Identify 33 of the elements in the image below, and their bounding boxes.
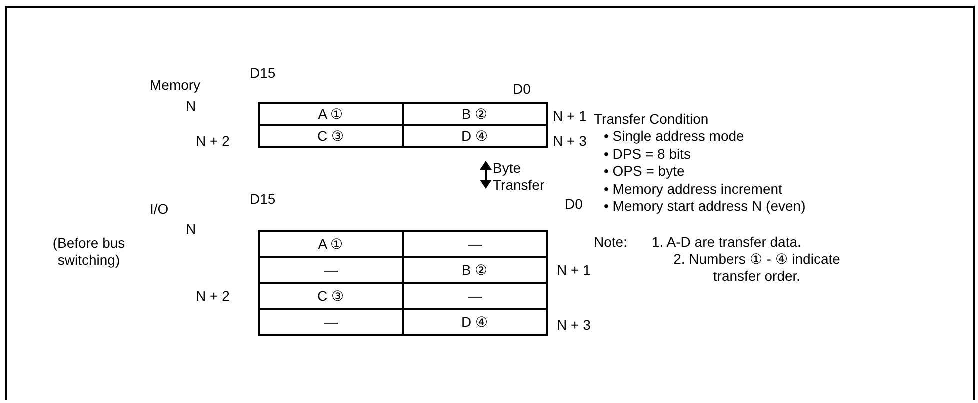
condition-item: • OPS = byte [604, 163, 686, 180]
bit-label: D0 [513, 81, 531, 98]
note-text: (Before bus switching) [52, 235, 126, 269]
address-label: N [186, 98, 196, 115]
condition-item: • Single address mode [604, 128, 746, 146]
address-label: N + 1 [557, 262, 591, 279]
address-label: N + 2 [196, 288, 230, 305]
section-heading: Transfer Condition [594, 111, 709, 128]
bit-label: D15 [250, 191, 276, 208]
table-cell: A ① [258, 102, 404, 126]
table-cell: D ④ [402, 124, 548, 148]
address-label: N + 3 [553, 133, 587, 150]
address-label: N [186, 221, 196, 238]
io-label: I/O [150, 201, 169, 218]
table-cell: C ③ [258, 124, 404, 148]
table-cell: — [402, 230, 548, 258]
note-text: 1. A-D are transfer data. [652, 234, 802, 251]
table-cell: D ④ [402, 308, 548, 336]
arrow-label: Byte Transfer [493, 160, 546, 194]
address-label: N + 2 [196, 133, 230, 150]
address-label: N + 3 [557, 317, 591, 334]
table-cell: B ② [402, 102, 548, 126]
address-label: N + 1 [553, 108, 587, 125]
bit-label: D15 [250, 65, 276, 82]
table-cell: A ① [258, 230, 404, 258]
table-cell: — [258, 308, 404, 336]
bit-label: D0 [565, 196, 583, 213]
note-text: 2. Numbers ① - ④ indicate transfer order. [672, 251, 842, 285]
memory-label: Memory [150, 77, 201, 94]
condition-item: • Memory address increment [604, 180, 784, 198]
condition-item: • DPS = 8 bits [604, 146, 692, 163]
note-label: Note: [594, 234, 628, 251]
condition-item: • Memory start address N (even) [604, 198, 806, 216]
